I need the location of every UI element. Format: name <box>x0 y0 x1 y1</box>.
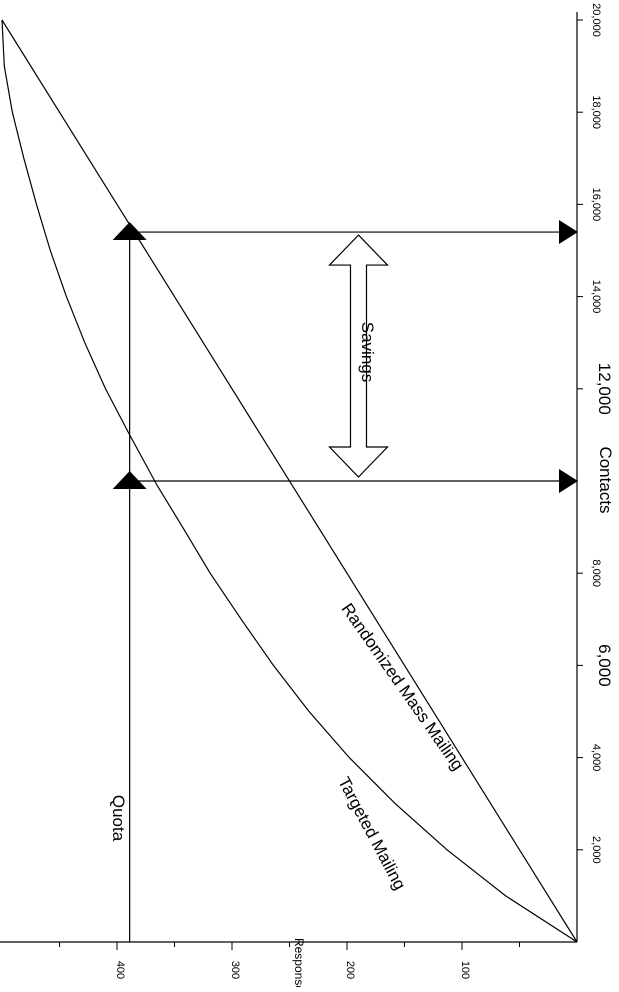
y-axis: 100 200 300 400 <box>59 942 520 979</box>
y-tick-label: 200 <box>344 961 356 979</box>
x-tick-label: 2,000 <box>590 836 602 864</box>
plot-frame <box>0 12 578 943</box>
targeted-quota-marker <box>112 471 147 489</box>
randomized-mass-mailing-label: Randomized Mass Mailing <box>338 600 468 774</box>
savings-arrow <box>328 234 389 478</box>
x-tick-label: 18,000 <box>590 95 602 129</box>
x-tick-label: 20,000 <box>590 3 602 37</box>
contact-arrowhead <box>559 220 578 245</box>
x-tick-label: 12,000 <box>595 363 614 415</box>
targeted-mailing-label: Targeted Mailing <box>334 774 409 893</box>
y-axis-label: Responses <box>292 938 306 987</box>
x-tick-label: 14,000 <box>590 280 602 314</box>
x-tick-label: 8,000 <box>590 559 602 587</box>
x-tick-label: 4,000 <box>590 744 602 772</box>
x-tick-label: 16,000 <box>590 188 602 222</box>
y-tick-label: 300 <box>229 961 241 979</box>
contact-arrowhead <box>559 469 578 493</box>
x-axis-label: Contacts <box>596 446 615 513</box>
y-tick-label: 100 <box>459 961 471 979</box>
y-tick-label: 400 <box>114 961 126 979</box>
x-axis: 2,000 4,000 6,000 8,000 12,000 14,000 16,000 18… <box>577 3 614 864</box>
quota-label: Quota <box>109 795 128 842</box>
randomized-quota-marker <box>112 222 147 241</box>
plot-area <box>1 19 578 943</box>
x-tick-label: 6,000 <box>595 644 614 687</box>
savings-label: Savings <box>358 322 377 382</box>
targeted-mailing-line <box>1 19 578 943</box>
